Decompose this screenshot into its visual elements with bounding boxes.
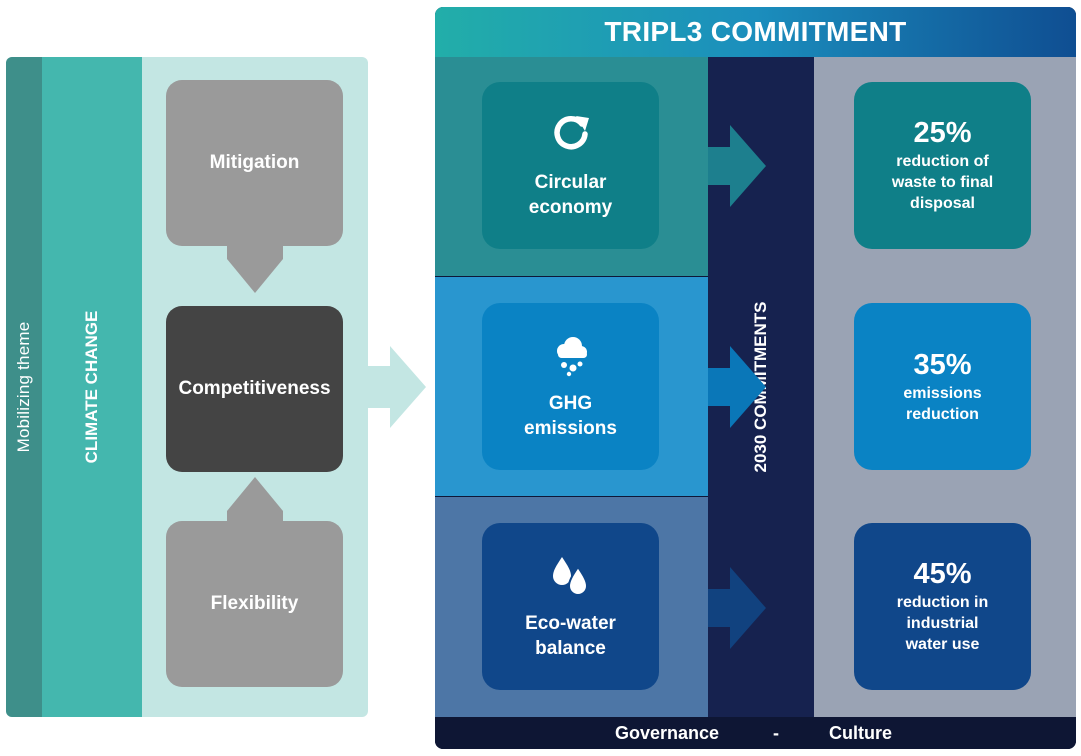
- header-bar: TRIPL3 COMMITMENT: [435, 7, 1076, 57]
- eco-water-line1: Eco-water: [525, 612, 616, 634]
- mitigation-box: Mitigation: [166, 80, 343, 246]
- ghg-emissions-arrow-icon: [708, 346, 766, 428]
- mobilizing-theme-strip: Mobilizing theme: [6, 57, 42, 717]
- culture-label: Culture: [829, 723, 892, 743]
- competitiveness-label: Competitiveness: [178, 378, 331, 399]
- eco-water-line2: balance: [535, 637, 606, 659]
- circular-economy-line1: Circular: [534, 171, 607, 193]
- climate-change-panel: Mobilizing theme CLIMATE CHANGE Mitigati…: [6, 57, 368, 717]
- goal-waste-line1: reduction of: [896, 153, 989, 170]
- goal-waste-line3: disposal: [910, 195, 975, 212]
- circular-economy-arrow-icon: [708, 125, 766, 207]
- footer-separator: -: [773, 723, 779, 743]
- goal-water-percent: 45%: [913, 558, 972, 590]
- ghg-emissions-box: GHG emissions: [482, 303, 659, 470]
- connector-arrow-icon: [368, 346, 426, 428]
- footer-bar: Governance - Culture: [435, 717, 1076, 749]
- flexibility-box: Flexibility: [166, 521, 343, 687]
- goal-emissions-line2: reduction: [906, 405, 979, 423]
- ghg-emissions-line1: GHG: [548, 392, 593, 414]
- recycle-icon: [553, 115, 589, 149]
- governance-label: Governance: [615, 723, 720, 743]
- goal-water-line3: water use: [905, 636, 980, 653]
- down-arrow-icon: [227, 259, 283, 293]
- goal-waste-percent: 25%: [913, 117, 972, 149]
- goal-waste-box: 25% reduction of waste to final disposal: [854, 82, 1031, 249]
- flexibility-label: Flexibility: [210, 593, 299, 614]
- cloud-icon: [556, 336, 587, 376]
- ghg-emissions-line2: emissions: [524, 417, 617, 439]
- goal-emissions-line1: emissions: [903, 384, 982, 402]
- header-title: TRIPL3 COMMITMENT: [604, 16, 907, 47]
- up-arrow-icon: [227, 477, 283, 511]
- tripl3-commitment-panel: TRIPL3 COMMITMENT Circular economy GHG e…: [435, 7, 1076, 749]
- mobilizing-theme-label: Mobilizing theme: [14, 321, 33, 453]
- goal-emissions-percent: 35%: [913, 348, 972, 381]
- climate-change-label: CLIMATE CHANGE: [82, 310, 101, 464]
- mitigation-arrow-stem: [227, 245, 283, 259]
- water-drops-icon: [552, 556, 588, 596]
- goal-emissions-box: 35% emissions reduction: [854, 303, 1031, 470]
- goal-water-box: 45% reduction in industrial water use: [854, 523, 1031, 690]
- competitiveness-box: Competitiveness: [166, 306, 343, 472]
- goal-water-line1: reduction in: [896, 594, 989, 611]
- circular-economy-line2: economy: [528, 196, 613, 218]
- climate-change-strip: CLIMATE CHANGE: [42, 57, 142, 717]
- eco-water-box: Eco-water balance: [482, 523, 659, 690]
- eco-water-arrow-icon: [708, 567, 766, 649]
- goal-water-line2: industrial: [906, 615, 979, 632]
- flexibility-arrow-stem: [227, 511, 283, 523]
- mitigation-label: Mitigation: [209, 152, 300, 173]
- goal-waste-line2: waste to final: [891, 174, 994, 191]
- circular-economy-box: Circular economy: [482, 82, 659, 249]
